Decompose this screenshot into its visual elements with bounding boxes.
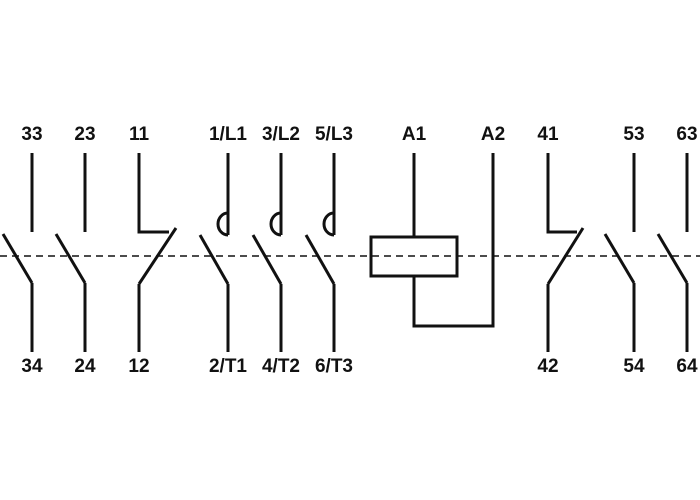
terminal-label-A2: A2 xyxy=(481,124,505,145)
terminal-label-64: 64 xyxy=(676,356,698,377)
main-contact-L2-blade xyxy=(251,234,283,285)
terminal-label-3-L2: 3/L2 xyxy=(262,124,300,145)
contact-11-12-blade xyxy=(137,227,178,285)
terminal-label-A1: A1 xyxy=(402,124,427,145)
main-contact-L3-T3: 5/L3 6/T3 xyxy=(304,124,353,377)
main-contact-L2-T2: 3/L2 4/T2 xyxy=(251,124,300,377)
main-contact-L1-blade xyxy=(198,234,230,285)
terminal-label-33: 33 xyxy=(21,124,42,145)
arc-quench-symbol-L3 xyxy=(322,211,335,237)
terminal-label-63: 63 xyxy=(676,124,697,145)
terminal-label-5-L3: 5/L3 xyxy=(315,124,353,145)
contact-41-42-blade xyxy=(546,227,585,285)
main-contact-L3-blade xyxy=(304,234,336,285)
contact-33-34: 33 34 xyxy=(1,124,43,377)
contact-11-12-upper-lead xyxy=(137,153,169,234)
coil-a2-return-wire xyxy=(412,153,495,328)
contact-63-64-blade xyxy=(656,233,689,284)
terminal-label-24: 24 xyxy=(74,356,96,377)
terminal-label-11: 11 xyxy=(129,124,150,145)
contact-41-42-upper-lead xyxy=(546,153,577,234)
terminal-label-53: 53 xyxy=(623,124,644,145)
terminal-label-42: 42 xyxy=(537,356,558,377)
terminal-label-12: 12 xyxy=(128,356,149,377)
terminal-label-2-T1: 2/T1 xyxy=(209,356,247,377)
contact-53-54: 53 54 xyxy=(603,124,645,377)
terminal-label-41: 41 xyxy=(537,124,559,145)
contact-41-42: 41 42 xyxy=(537,124,585,377)
terminal-label-34: 34 xyxy=(21,356,43,377)
terminal-label-23: 23 xyxy=(74,124,95,145)
contact-23-24: 23 24 xyxy=(54,124,96,377)
terminal-label-6-T3: 6/T3 xyxy=(315,356,353,377)
contact-63-64: 63 64 xyxy=(656,124,698,377)
contact-11-12: 11 12 xyxy=(128,124,178,377)
main-contact-L1-T1: 1/L1 2/T1 xyxy=(198,124,247,377)
contact-23-24-blade xyxy=(54,233,87,284)
terminal-label-54: 54 xyxy=(623,356,645,377)
arc-quench-symbol-L2 xyxy=(269,211,282,237)
coil: A1 A2 xyxy=(369,124,505,328)
contact-53-54-blade xyxy=(603,233,636,284)
arc-quench-symbol-L1 xyxy=(216,211,229,237)
contact-33-34-blade xyxy=(1,233,34,284)
terminal-label-1-L1: 1/L1 xyxy=(209,124,247,145)
terminal-label-4-T2: 4/T2 xyxy=(262,356,300,377)
